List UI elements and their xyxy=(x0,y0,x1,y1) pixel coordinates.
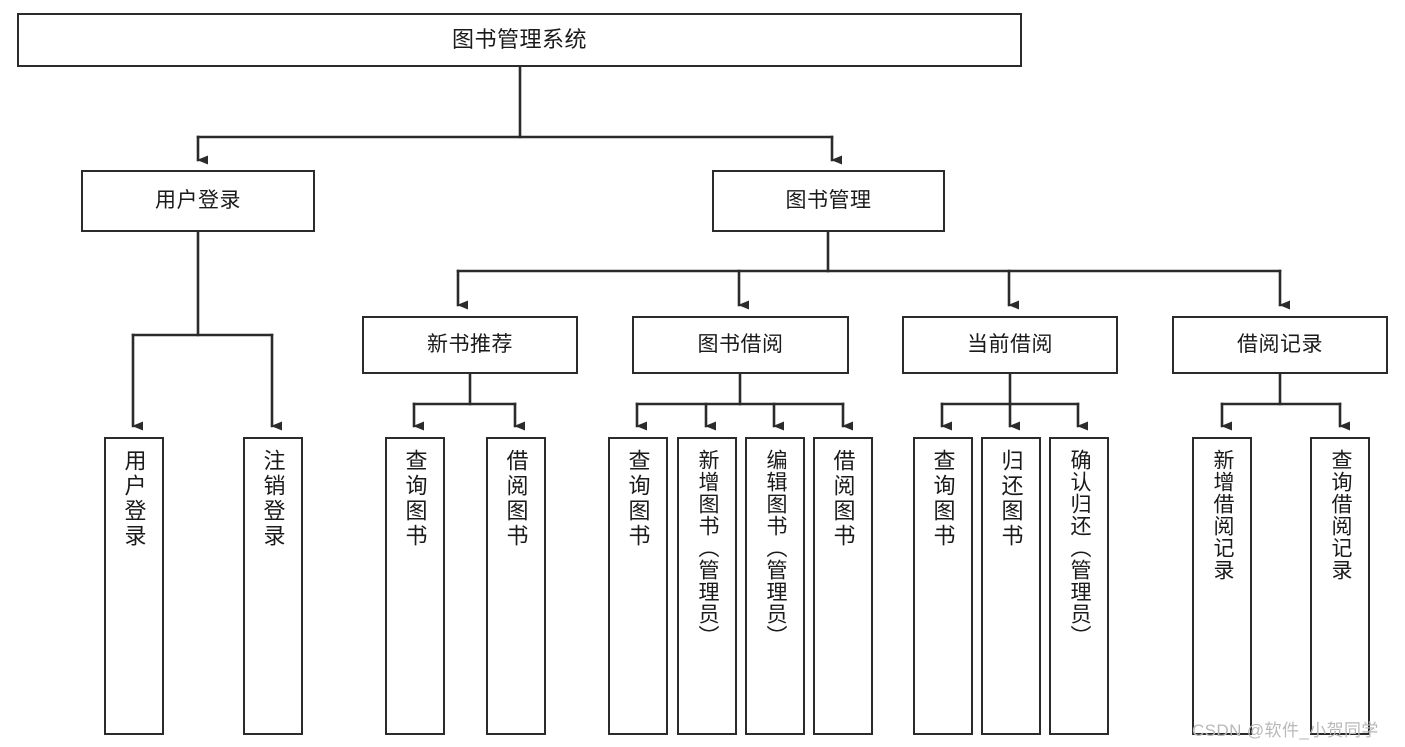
node-label: 查询借阅记录 xyxy=(1329,449,1353,581)
node-current-borrow[interactable]: 当前借阅 xyxy=(902,316,1118,374)
node-label: 查询图书 xyxy=(402,449,428,549)
node-label: 图书管理系统 xyxy=(451,27,587,53)
leaf-add-book-admin[interactable]: 新增图书（管理员） xyxy=(677,437,737,735)
node-label: 借阅图书 xyxy=(503,449,529,549)
leaf-borrow-book[interactable]: 借阅图书 xyxy=(813,437,873,735)
node-label: 查询图书 xyxy=(625,449,651,549)
node-label: 新增图书（管理员） xyxy=(696,449,720,647)
node-label: 用户登录 xyxy=(155,188,241,212)
leaf-confirm-return-admin[interactable]: 确认归还（管理员） xyxy=(1049,437,1109,735)
leaf-add-borrow-record[interactable]: 新增借阅记录 xyxy=(1192,437,1252,735)
node-label: 查询图书 xyxy=(930,449,956,549)
leaf-logout-login[interactable]: 注销登录 xyxy=(243,437,303,735)
node-user-login[interactable]: 用户登录 xyxy=(81,170,315,232)
node-label: 新书推荐 xyxy=(427,332,513,356)
node-book-borrow[interactable]: 图书借阅 xyxy=(632,316,849,374)
leaf-borrow-book-recommend[interactable]: 借阅图书 xyxy=(486,437,546,735)
node-label: 新增借阅记录 xyxy=(1211,449,1235,581)
node-borrow-record[interactable]: 借阅记录 xyxy=(1172,316,1388,374)
node-label: 借阅图书 xyxy=(830,449,856,549)
node-new-book-recommend[interactable]: 新书推荐 xyxy=(362,316,578,374)
leaf-query-book-borrow[interactable]: 查询图书 xyxy=(608,437,668,735)
node-root-book-management-system[interactable]: 图书管理系统 xyxy=(17,13,1022,67)
node-label: 编辑图书（管理员） xyxy=(764,449,788,647)
leaf-return-book[interactable]: 归还图书 xyxy=(981,437,1041,735)
node-label: 归还图书 xyxy=(998,449,1024,549)
node-label: 图书管理 xyxy=(785,188,872,212)
node-label: 借阅记录 xyxy=(1237,332,1323,356)
leaf-user-login[interactable]: 用户登录 xyxy=(104,437,164,735)
node-book-management[interactable]: 图书管理 xyxy=(712,170,945,232)
leaf-query-book-recommend[interactable]: 查询图书 xyxy=(385,437,445,735)
leaf-query-book-current[interactable]: 查询图书 xyxy=(913,437,973,735)
node-label: 图书借阅 xyxy=(697,332,784,356)
csdn-watermark: CSDN @软件_小贺同学 xyxy=(1192,721,1379,740)
node-label: 确认归还（管理员） xyxy=(1068,449,1092,647)
node-label: 用户登录 xyxy=(121,449,147,549)
node-label: 注销登录 xyxy=(260,449,286,549)
leaf-edit-book-admin[interactable]: 编辑图书（管理员） xyxy=(745,437,805,735)
leaf-query-borrow-record[interactable]: 查询借阅记录 xyxy=(1310,437,1370,735)
node-label: 当前借阅 xyxy=(967,332,1053,356)
